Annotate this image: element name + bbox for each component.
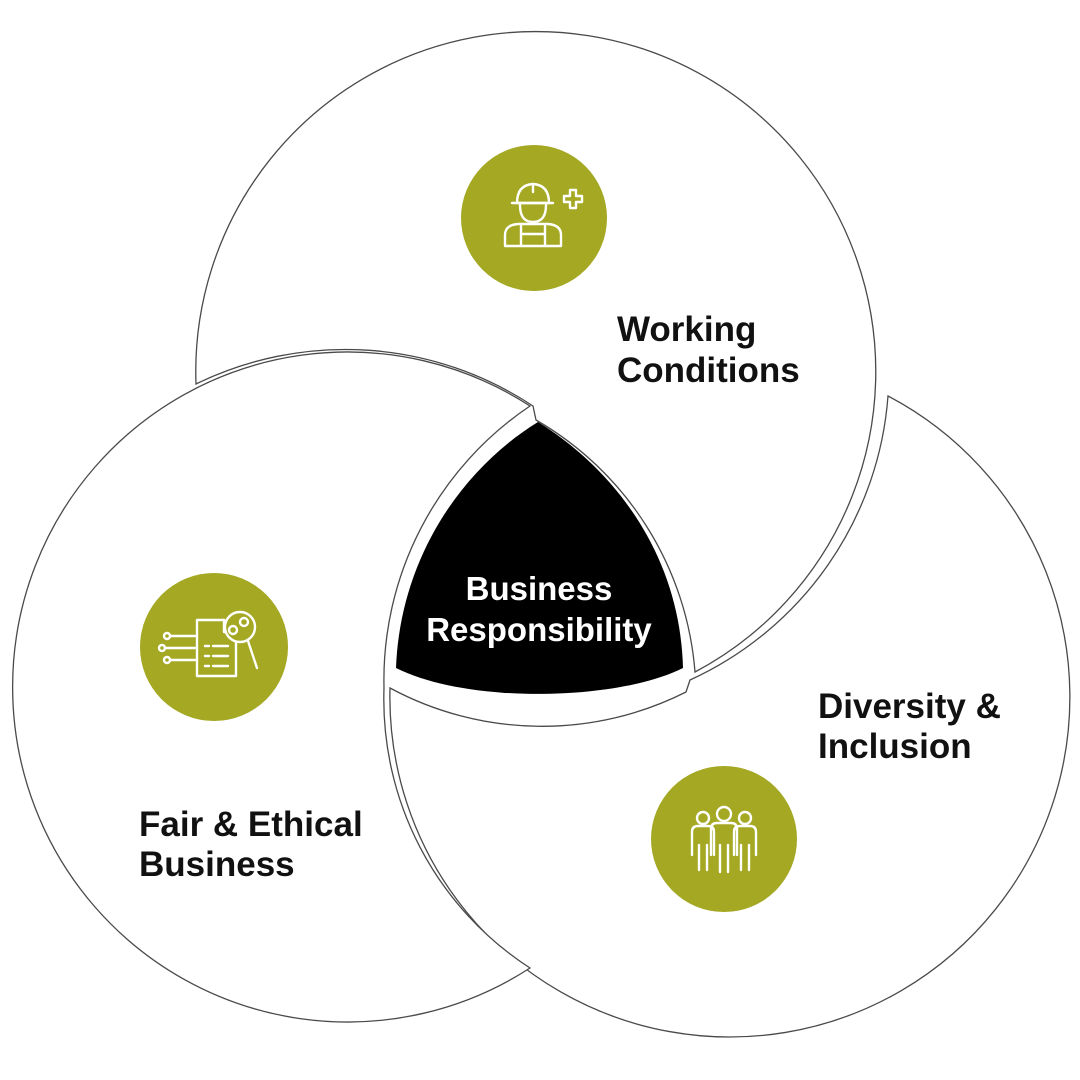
- document-audit-icon: [140, 573, 288, 721]
- circle-working-conditions: [195, 30, 877, 674]
- center-label-line1: Business: [466, 570, 613, 607]
- worker-safety-icon: [461, 145, 607, 291]
- label-working-conditions-line2: Conditions: [617, 351, 800, 390]
- center-segment: [396, 422, 683, 694]
- center-label-line2: Responsibility: [426, 611, 652, 648]
- people-group-icon: [651, 766, 797, 912]
- label-diversity-line2: Inclusion: [818, 727, 972, 766]
- label-fair-ethical-line1: Fair & Ethical: [139, 805, 363, 844]
- label-working-conditions-line1: Working: [617, 310, 756, 349]
- label-fair-ethical-line2: Business: [139, 845, 295, 884]
- circle-diversity-inclusion: [389, 394, 1071, 1038]
- ring-diversity-inclusion: [389, 394, 1071, 1038]
- ring-working-conditions: [195, 30, 877, 674]
- label-diversity-line1: Diversity &: [818, 687, 1001, 726]
